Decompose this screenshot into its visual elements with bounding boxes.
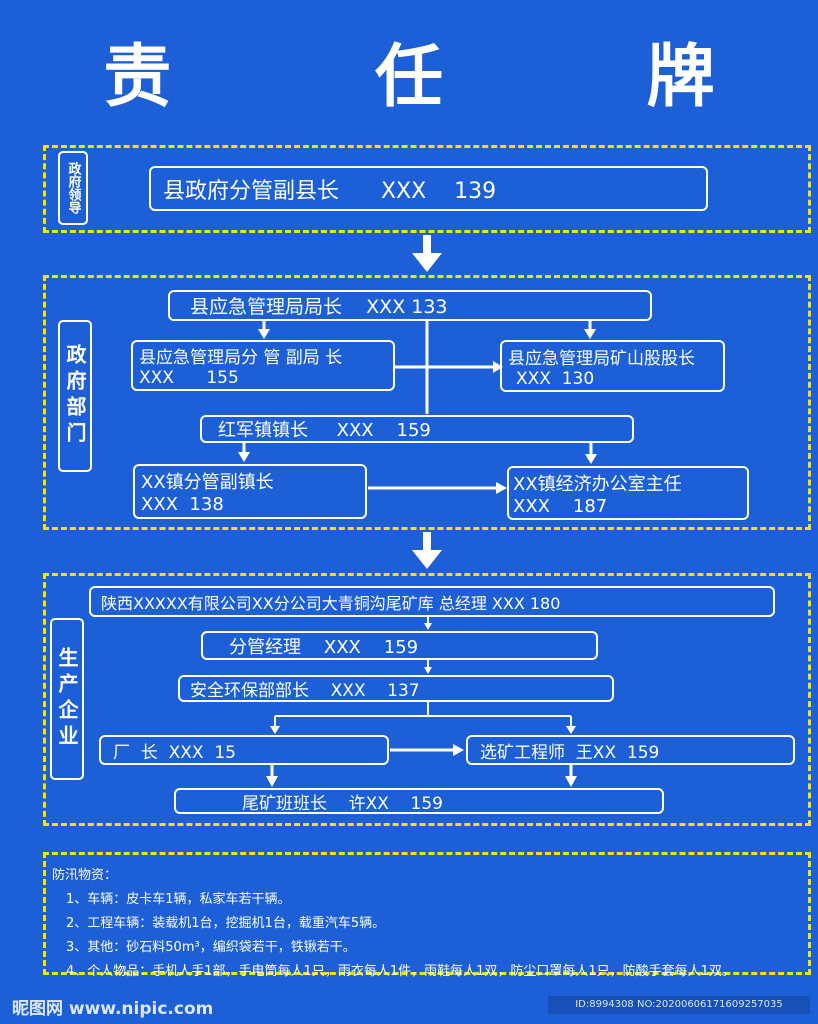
box-mine-section-chief-line2: XXX 130: [516, 368, 595, 389]
box-town-economic-office: XX镇经济办公室主任 XXX 187: [507, 466, 749, 520]
box-town-deputy: XX镇分管副镇长 XXX 138: [133, 464, 367, 519]
box-tailings-team-leader: 尾矿班班长 许XX 159: [174, 788, 664, 814]
box-mine-section-chief-line1: 县应急管理局矿山股股长: [508, 348, 695, 369]
box-tailings-team-leader-text: 尾矿班班长 许XX 159: [242, 793, 443, 814]
board-title: 责 任 牌: [103, 38, 805, 117]
box-emergency-deputy-line2: XXX 155: [139, 368, 239, 388]
box-general-manager: 陕西XXXXX有限公司XX分公司大青铜沟尾矿库 总经理 XXX 180: [89, 586, 775, 617]
box-general-manager-text: 陕西XXXXX有限公司XX分公司大青铜沟尾矿库 总经理 XXX 180: [101, 593, 561, 613]
box-town-deputy-line1: XX镇分管副镇长: [141, 472, 274, 493]
notes-heading: 防汛物资：: [52, 868, 118, 883]
arrow-down-icon: [412, 235, 442, 272]
notes-item: 4、个人物品：手机人手1部，手电筒每人1只，雨衣每人1件，雨鞋每人1双，防尘口罩…: [66, 964, 735, 979]
label-gov-leader: 政府领导: [58, 151, 88, 225]
arrow-down-icon: [412, 532, 442, 569]
box-deputy-county-head-text: 县政府分管副县长 XXX 139: [163, 178, 497, 204]
flood-materials-notes: 防汛物资： 1、车辆：皮卡车1辆，私家车若干辆。 2、工程车辆：装载机1台，挖掘…: [52, 864, 812, 984]
box-mining-engineer-text: 选矿工程师 王XX 159: [480, 742, 660, 763]
box-deputy-manager: 分管经理 XXX 159: [201, 631, 598, 660]
box-emergency-director-text: 县应急管理局局长 XXX 133: [190, 296, 448, 318]
label-gov-dept: 政府部门: [58, 320, 92, 472]
box-town-economic-office-line2: XXX 187: [513, 495, 608, 517]
box-deputy-manager-text: 分管经理 XXX 159: [229, 636, 419, 658]
section-gov-dept: [43, 275, 811, 530]
box-town-head: 红军镇镇长 XXX 159: [200, 415, 634, 443]
label-enterprise: 生产企业: [50, 618, 84, 780]
box-town-economic-office-line1: XX镇经济办公室主任: [513, 473, 682, 495]
box-factory-head-text: 厂 长 XXX 15: [113, 742, 236, 763]
box-deputy-county-head: 县政府分管副县长 XXX 139: [149, 166, 708, 211]
section-gov-leader: [43, 145, 811, 233]
box-safety-env-head: 安全环保部部长 XXX 137: [178, 675, 614, 702]
box-emergency-deputy-line1: 县应急管理局分 管 副局 长: [139, 348, 343, 368]
box-emergency-deputy: 县应急管理局分 管 副局 长 XXX 155: [131, 340, 395, 391]
box-mining-engineer: 选矿工程师 王XX 159: [466, 735, 795, 765]
box-town-deputy-line2: XXX 138: [141, 494, 224, 515]
watermark-id: ID:8994308 NO:20200606171609257035: [548, 996, 810, 1014]
section-flood-materials: [43, 852, 811, 975]
box-factory-head: 厂 长 XXX 15: [99, 735, 389, 765]
section-enterprise: [43, 573, 811, 826]
watermark-site: 昵图网 www.nipic.com: [12, 999, 214, 1019]
box-safety-env-head-text: 安全环保部部长 XXX 137: [190, 681, 420, 701]
notes-item: 2、工程车辆：装载机1台，挖掘机1台，载重汽车5辆。: [66, 916, 386, 931]
box-emergency-director: 县应急管理局局长 XXX 133: [168, 290, 652, 321]
notes-item: 1、车辆：皮卡车1辆，私家车若干辆。: [66, 892, 291, 907]
notes-item: 3、其他：砂石料50m³，编织袋若干，铁锹若干。: [66, 940, 356, 955]
box-mine-section-chief: 县应急管理局矿山股股长 XXX 130: [500, 340, 725, 392]
box-town-head-text: 红军镇镇长 XXX 159: [218, 420, 431, 441]
